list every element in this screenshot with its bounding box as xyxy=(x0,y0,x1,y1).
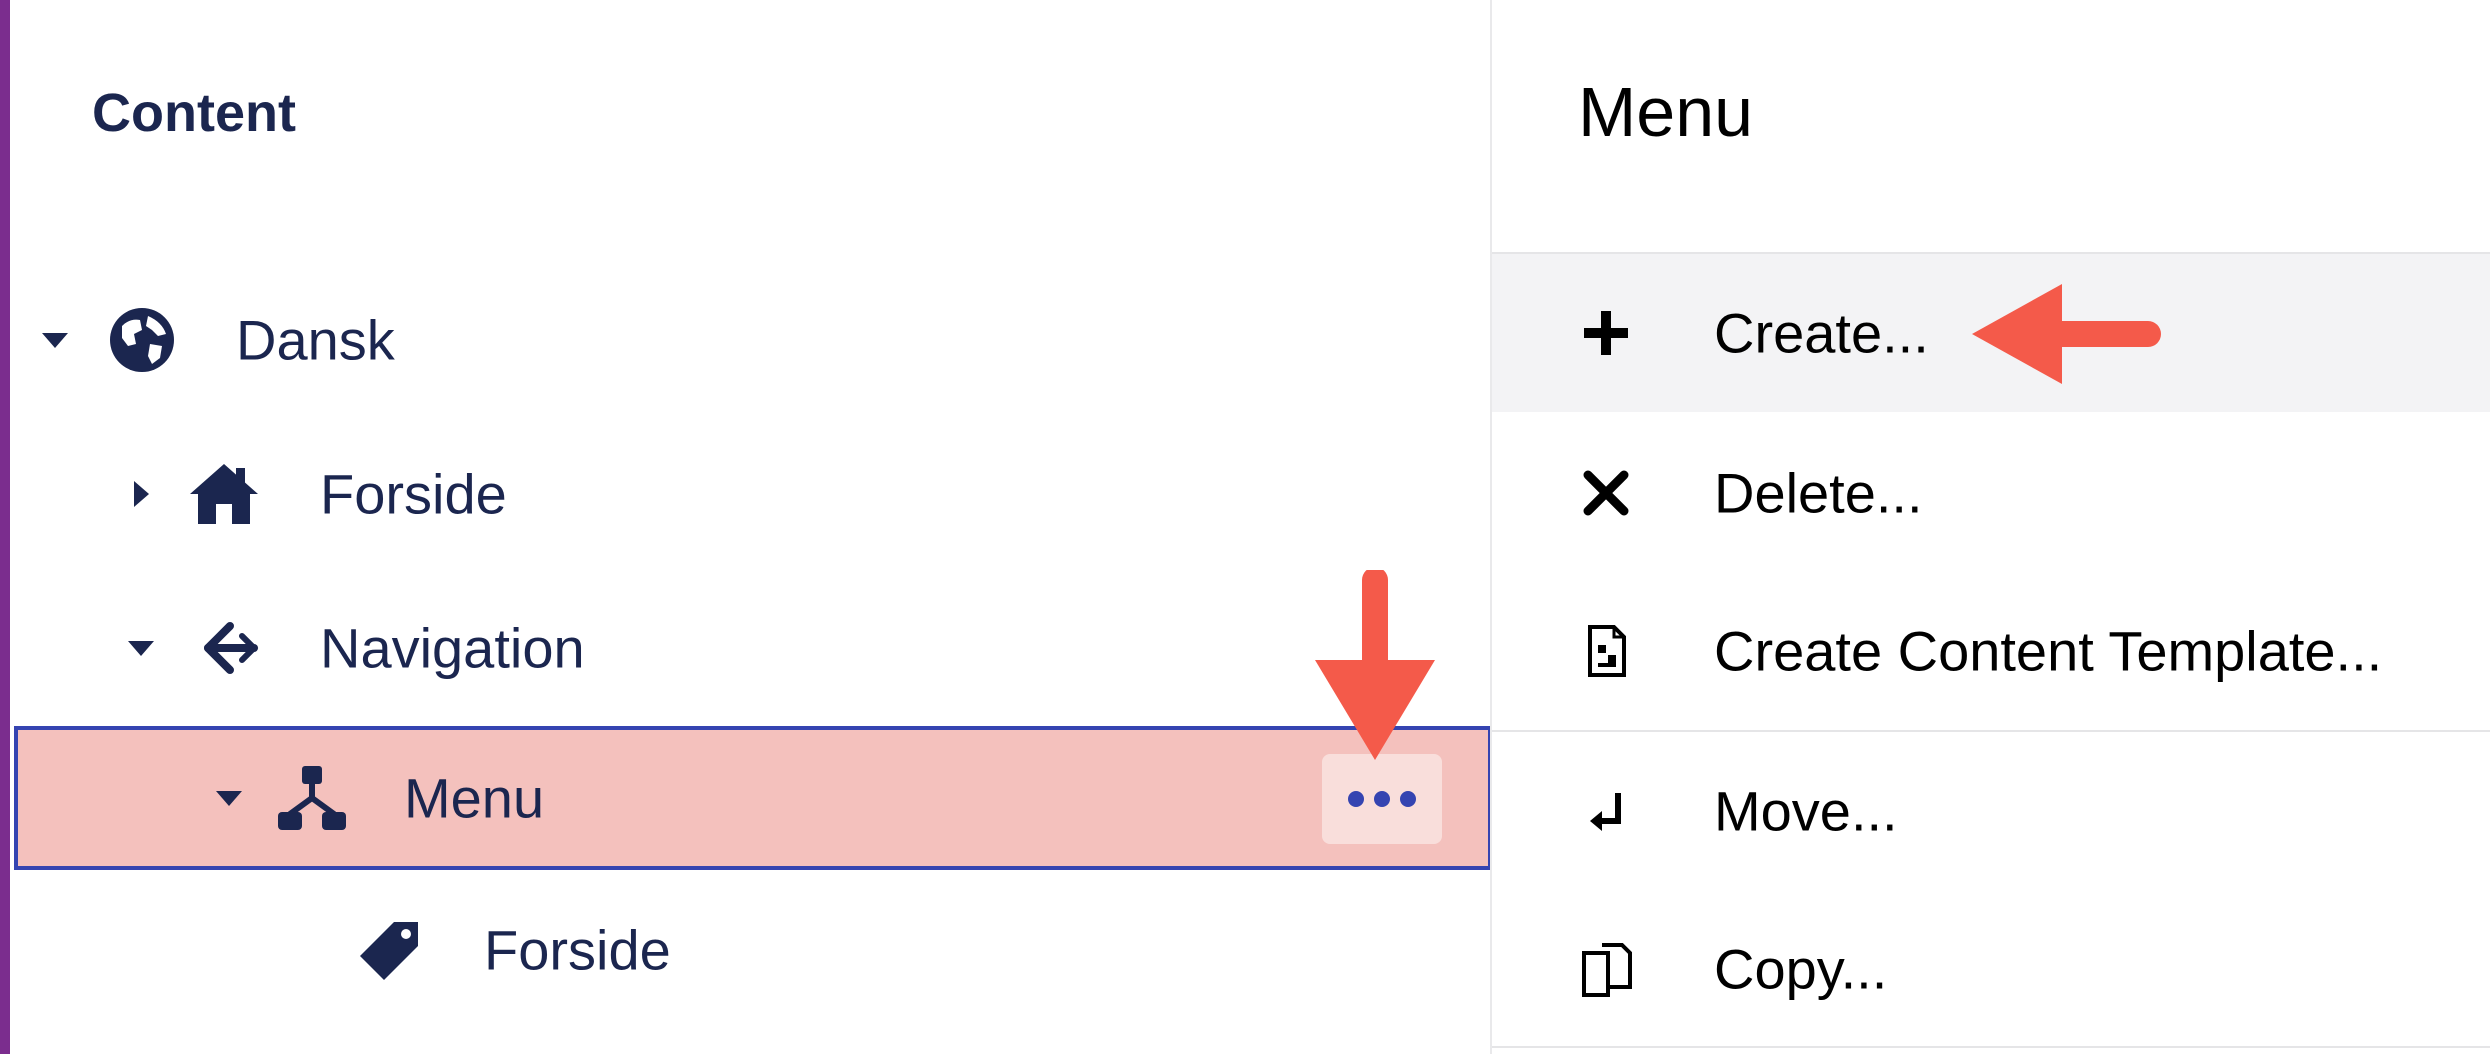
menu-item-create[interactable]: Create... xyxy=(1492,254,2490,412)
caret-down-icon[interactable] xyxy=(40,325,70,355)
tree-item-forside-child[interactable]: Forside xyxy=(10,880,1490,1020)
annotation-arrow-left-icon xyxy=(1972,284,2161,384)
menu-divider xyxy=(1492,730,2490,732)
plus-icon xyxy=(1584,311,1628,355)
globe-icon xyxy=(110,308,174,372)
menu-item-delete[interactable]: Delete... xyxy=(1492,414,2490,572)
navigation-icon xyxy=(204,622,259,674)
menu-title: Menu xyxy=(1578,73,1754,151)
tree-title: Content xyxy=(92,83,296,143)
close-icon xyxy=(1583,470,1629,516)
move-arrow-icon xyxy=(1590,793,1621,831)
menu-item-move[interactable]: Move... xyxy=(1492,732,2490,890)
section-accent-bar xyxy=(0,0,10,1054)
tree-item-dansk[interactable]: Dansk xyxy=(10,270,1490,410)
annotation-arrow-down-icon xyxy=(1315,570,1435,760)
more-actions-button[interactable] xyxy=(1322,754,1442,844)
tree-item-label: Forside xyxy=(484,918,671,982)
copy-icon xyxy=(1582,943,1632,997)
action-menu-panel: Menu Create... Delete... Create Content … xyxy=(1490,0,2490,1054)
home-icon xyxy=(190,464,258,524)
document-template-icon xyxy=(1588,625,1626,677)
tree-item-menu[interactable]: Menu xyxy=(14,726,1492,870)
menu-item-create-content-template[interactable]: Create Content Template... xyxy=(1492,572,2490,730)
ellipsis-icon xyxy=(1348,791,1364,807)
menu-item-label: Delete... xyxy=(1714,461,1923,525)
menu-item-copy[interactable]: Copy... xyxy=(1492,890,2490,1048)
tree-item-label: Dansk xyxy=(236,308,395,372)
ellipsis-icon xyxy=(1400,791,1416,807)
caret-down-icon[interactable] xyxy=(214,783,244,813)
tree-item-navigation[interactable]: Navigation xyxy=(10,578,1490,718)
ellipsis-icon xyxy=(1374,791,1390,807)
caret-right-icon[interactable] xyxy=(126,479,156,509)
tree-item-label: Menu xyxy=(404,766,545,830)
menu-item-label: Copy... xyxy=(1714,937,1888,1001)
menu-divider xyxy=(1492,252,2490,254)
menu-item-label: Create Content Template... xyxy=(1714,619,2383,683)
sitemap-icon xyxy=(278,766,346,830)
tree-item-label: Forside xyxy=(320,462,507,526)
content-tree-panel: Content Dansk Forside Navigation xyxy=(10,0,1492,1054)
tree-item-label: Navigation xyxy=(320,616,585,680)
tag-icon xyxy=(360,922,418,980)
caret-down-icon[interactable] xyxy=(126,633,156,663)
menu-item-label: Move... xyxy=(1714,779,1898,843)
menu-divider xyxy=(1492,1046,2490,1048)
menu-item-label: Create... xyxy=(1714,301,1929,365)
tree-item-forside[interactable]: Forside xyxy=(10,424,1490,564)
